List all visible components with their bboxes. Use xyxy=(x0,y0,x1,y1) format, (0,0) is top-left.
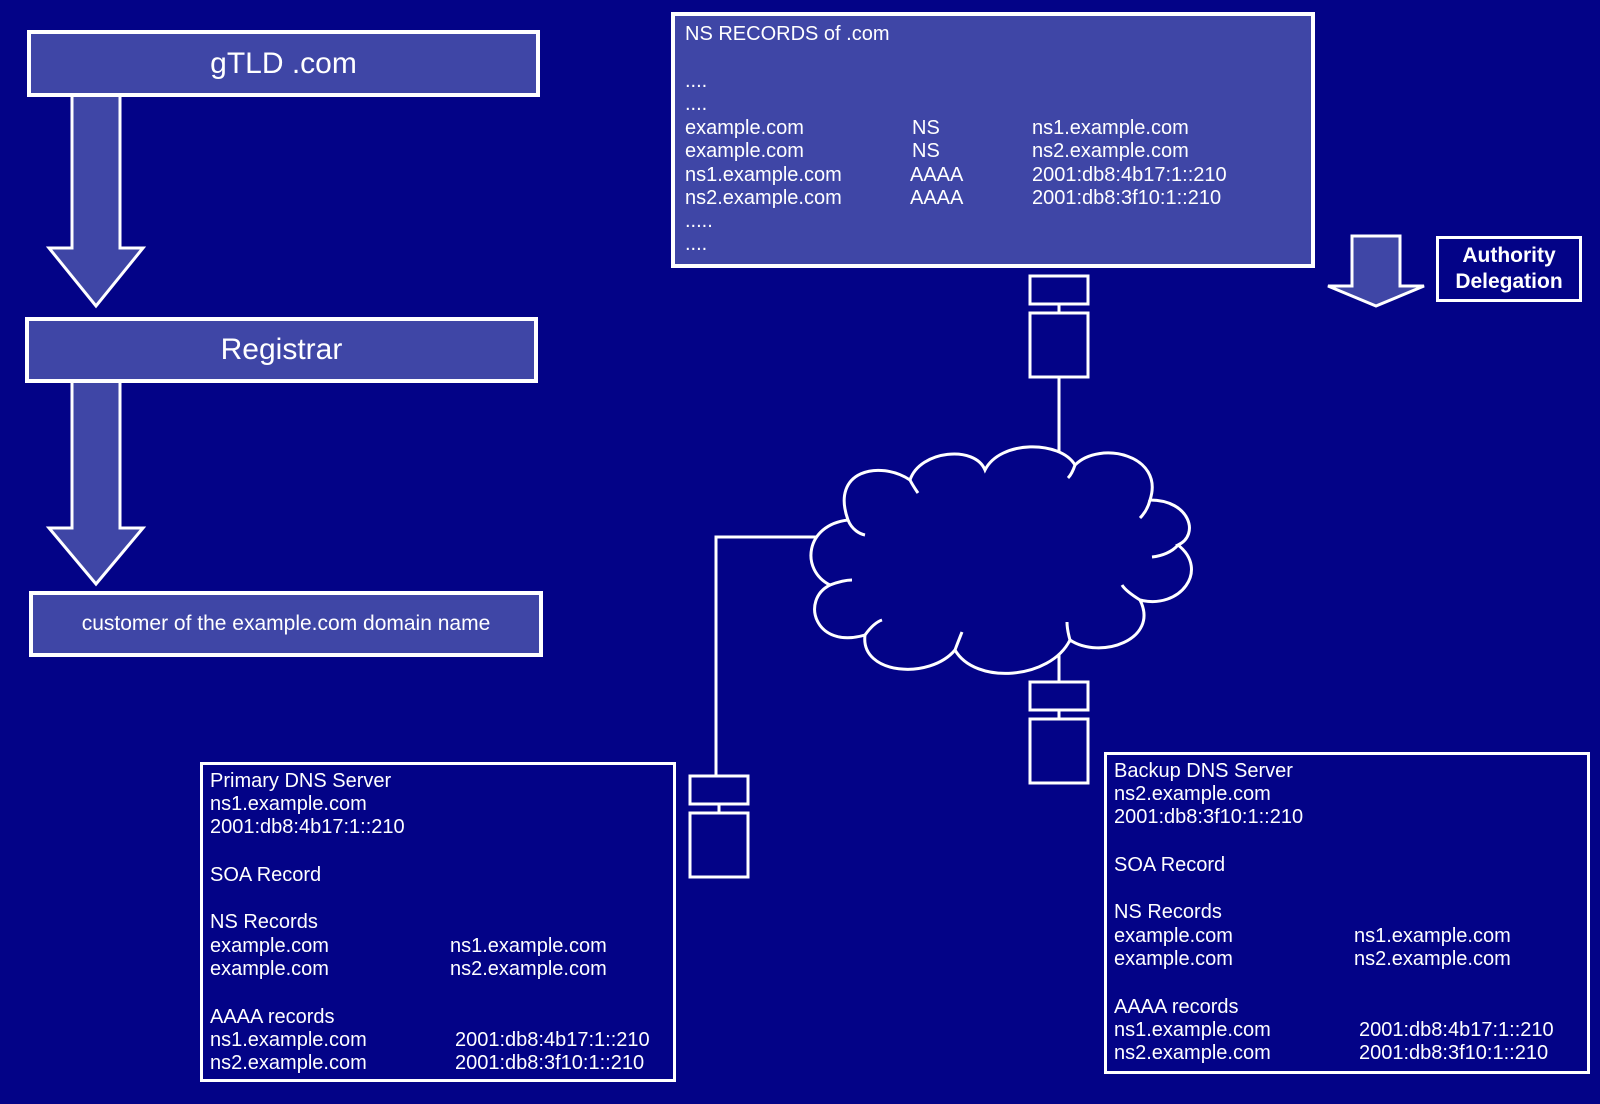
primary-host: ns1.example.com xyxy=(210,793,367,815)
backup-aaaa-heading: AAAA records xyxy=(1114,996,1239,1018)
primary-dns-server-box: Primary DNS Server ns1.example.com 2001:… xyxy=(200,762,676,1082)
primary-address: 2001:db8:4b17:1::210 xyxy=(210,816,405,838)
tld-record-type: AAAA xyxy=(910,187,964,209)
primary-aaaa-name: ns1.example.com xyxy=(210,1029,367,1051)
tld-record-name: ns2.example.com xyxy=(685,187,842,209)
server-icon-primary xyxy=(688,774,750,879)
primary-server-link xyxy=(714,535,825,776)
server-icon-tld xyxy=(1028,274,1090,379)
server-icon-backup xyxy=(1028,680,1090,785)
tld-record-value: 2001:db8:3f10:1::210 xyxy=(1032,187,1222,209)
tld-record-name: example.com xyxy=(685,140,804,162)
primary-title: Primary DNS Server xyxy=(210,770,392,792)
registrar-to-customer-arrow xyxy=(45,364,147,587)
primary-ns-value: ns2.example.com xyxy=(450,958,607,980)
customer-label: customer of the example.com domain name xyxy=(81,612,491,635)
primary-ns-value: ns1.example.com xyxy=(450,935,607,957)
internet-cloud xyxy=(809,445,1193,675)
registrar-box: Registrar xyxy=(25,317,538,383)
registrar-label: Registrar xyxy=(220,333,343,366)
backup-dns-server-box: Backup DNS Server ns2.example.com 2001:d… xyxy=(1104,752,1590,1074)
backup-soa-heading: SOA Record xyxy=(1114,854,1226,876)
backup-host: ns2.example.com xyxy=(1114,783,1271,805)
tld-record-type: AAAA xyxy=(910,164,964,186)
cloud-inner-arcs xyxy=(829,464,1180,651)
tld-zone-ellipsis: ..... xyxy=(685,210,713,232)
authority-delegation-legend-arrow xyxy=(1327,234,1425,308)
tld-zone-ellipsis: .... xyxy=(685,70,708,92)
tld-zone-ellipsis: .... xyxy=(685,233,708,255)
backup-ns-value: ns1.example.com xyxy=(1354,925,1511,947)
backup-aaaa-name: ns2.example.com xyxy=(1114,1042,1271,1064)
backup-address: 2001:db8:3f10:1::210 xyxy=(1114,806,1304,828)
primary-aaaa-name: ns2.example.com xyxy=(210,1052,367,1074)
customer-box: customer of the example.com domain name xyxy=(29,591,543,657)
gtld-to-registrar-arrow xyxy=(45,76,147,309)
legend-line-2: Delegation xyxy=(1455,270,1563,293)
tld-zone-ellipsis: .... xyxy=(685,93,708,115)
backup-ns-name: example.com xyxy=(1114,925,1233,947)
backup-ns-value: ns2.example.com xyxy=(1354,948,1511,970)
primary-ns-heading: NS Records xyxy=(210,911,318,933)
backup-ns-heading: NS Records xyxy=(1114,901,1222,923)
tld-record-name: ns1.example.com xyxy=(685,164,842,186)
backup-aaaa-value: 2001:db8:4b17:1::210 xyxy=(1359,1019,1554,1041)
primary-ns-name: example.com xyxy=(210,935,329,957)
legend-line-1: Authority xyxy=(1462,244,1556,267)
tld-zone-box: NS RECORDS of .com .... .... example.com… xyxy=(671,12,1315,268)
tld-zone-title: NS RECORDS of .com xyxy=(685,23,890,45)
primary-ns-name: example.com xyxy=(210,958,329,980)
tld-record-value: ns1.example.com xyxy=(1032,117,1189,139)
backup-title: Backup DNS Server xyxy=(1114,760,1293,782)
primary-aaaa-value: 2001:db8:3f10:1::210 xyxy=(455,1052,645,1074)
backup-aaaa-value: 2001:db8:3f10:1::210 xyxy=(1359,1042,1549,1064)
authority-delegation-legend: Authority Delegation xyxy=(1436,236,1582,302)
gtld-box: gTLD .com xyxy=(27,30,540,97)
tld-record-type: NS xyxy=(912,140,940,162)
backup-ns-name: example.com xyxy=(1114,948,1233,970)
primary-soa-heading: SOA Record xyxy=(210,864,322,886)
backup-aaaa-name: ns1.example.com xyxy=(1114,1019,1271,1041)
tld-record-name: example.com xyxy=(685,117,804,139)
tld-record-value: ns2.example.com xyxy=(1032,140,1189,162)
gtld-label: gTLD .com xyxy=(210,46,357,80)
tld-record-value: 2001:db8:4b17:1::210 xyxy=(1032,164,1227,186)
primary-aaaa-value: 2001:db8:4b17:1::210 xyxy=(455,1029,650,1051)
primary-aaaa-heading: AAAA records xyxy=(210,1006,335,1028)
tld-record-type: NS xyxy=(912,117,940,139)
